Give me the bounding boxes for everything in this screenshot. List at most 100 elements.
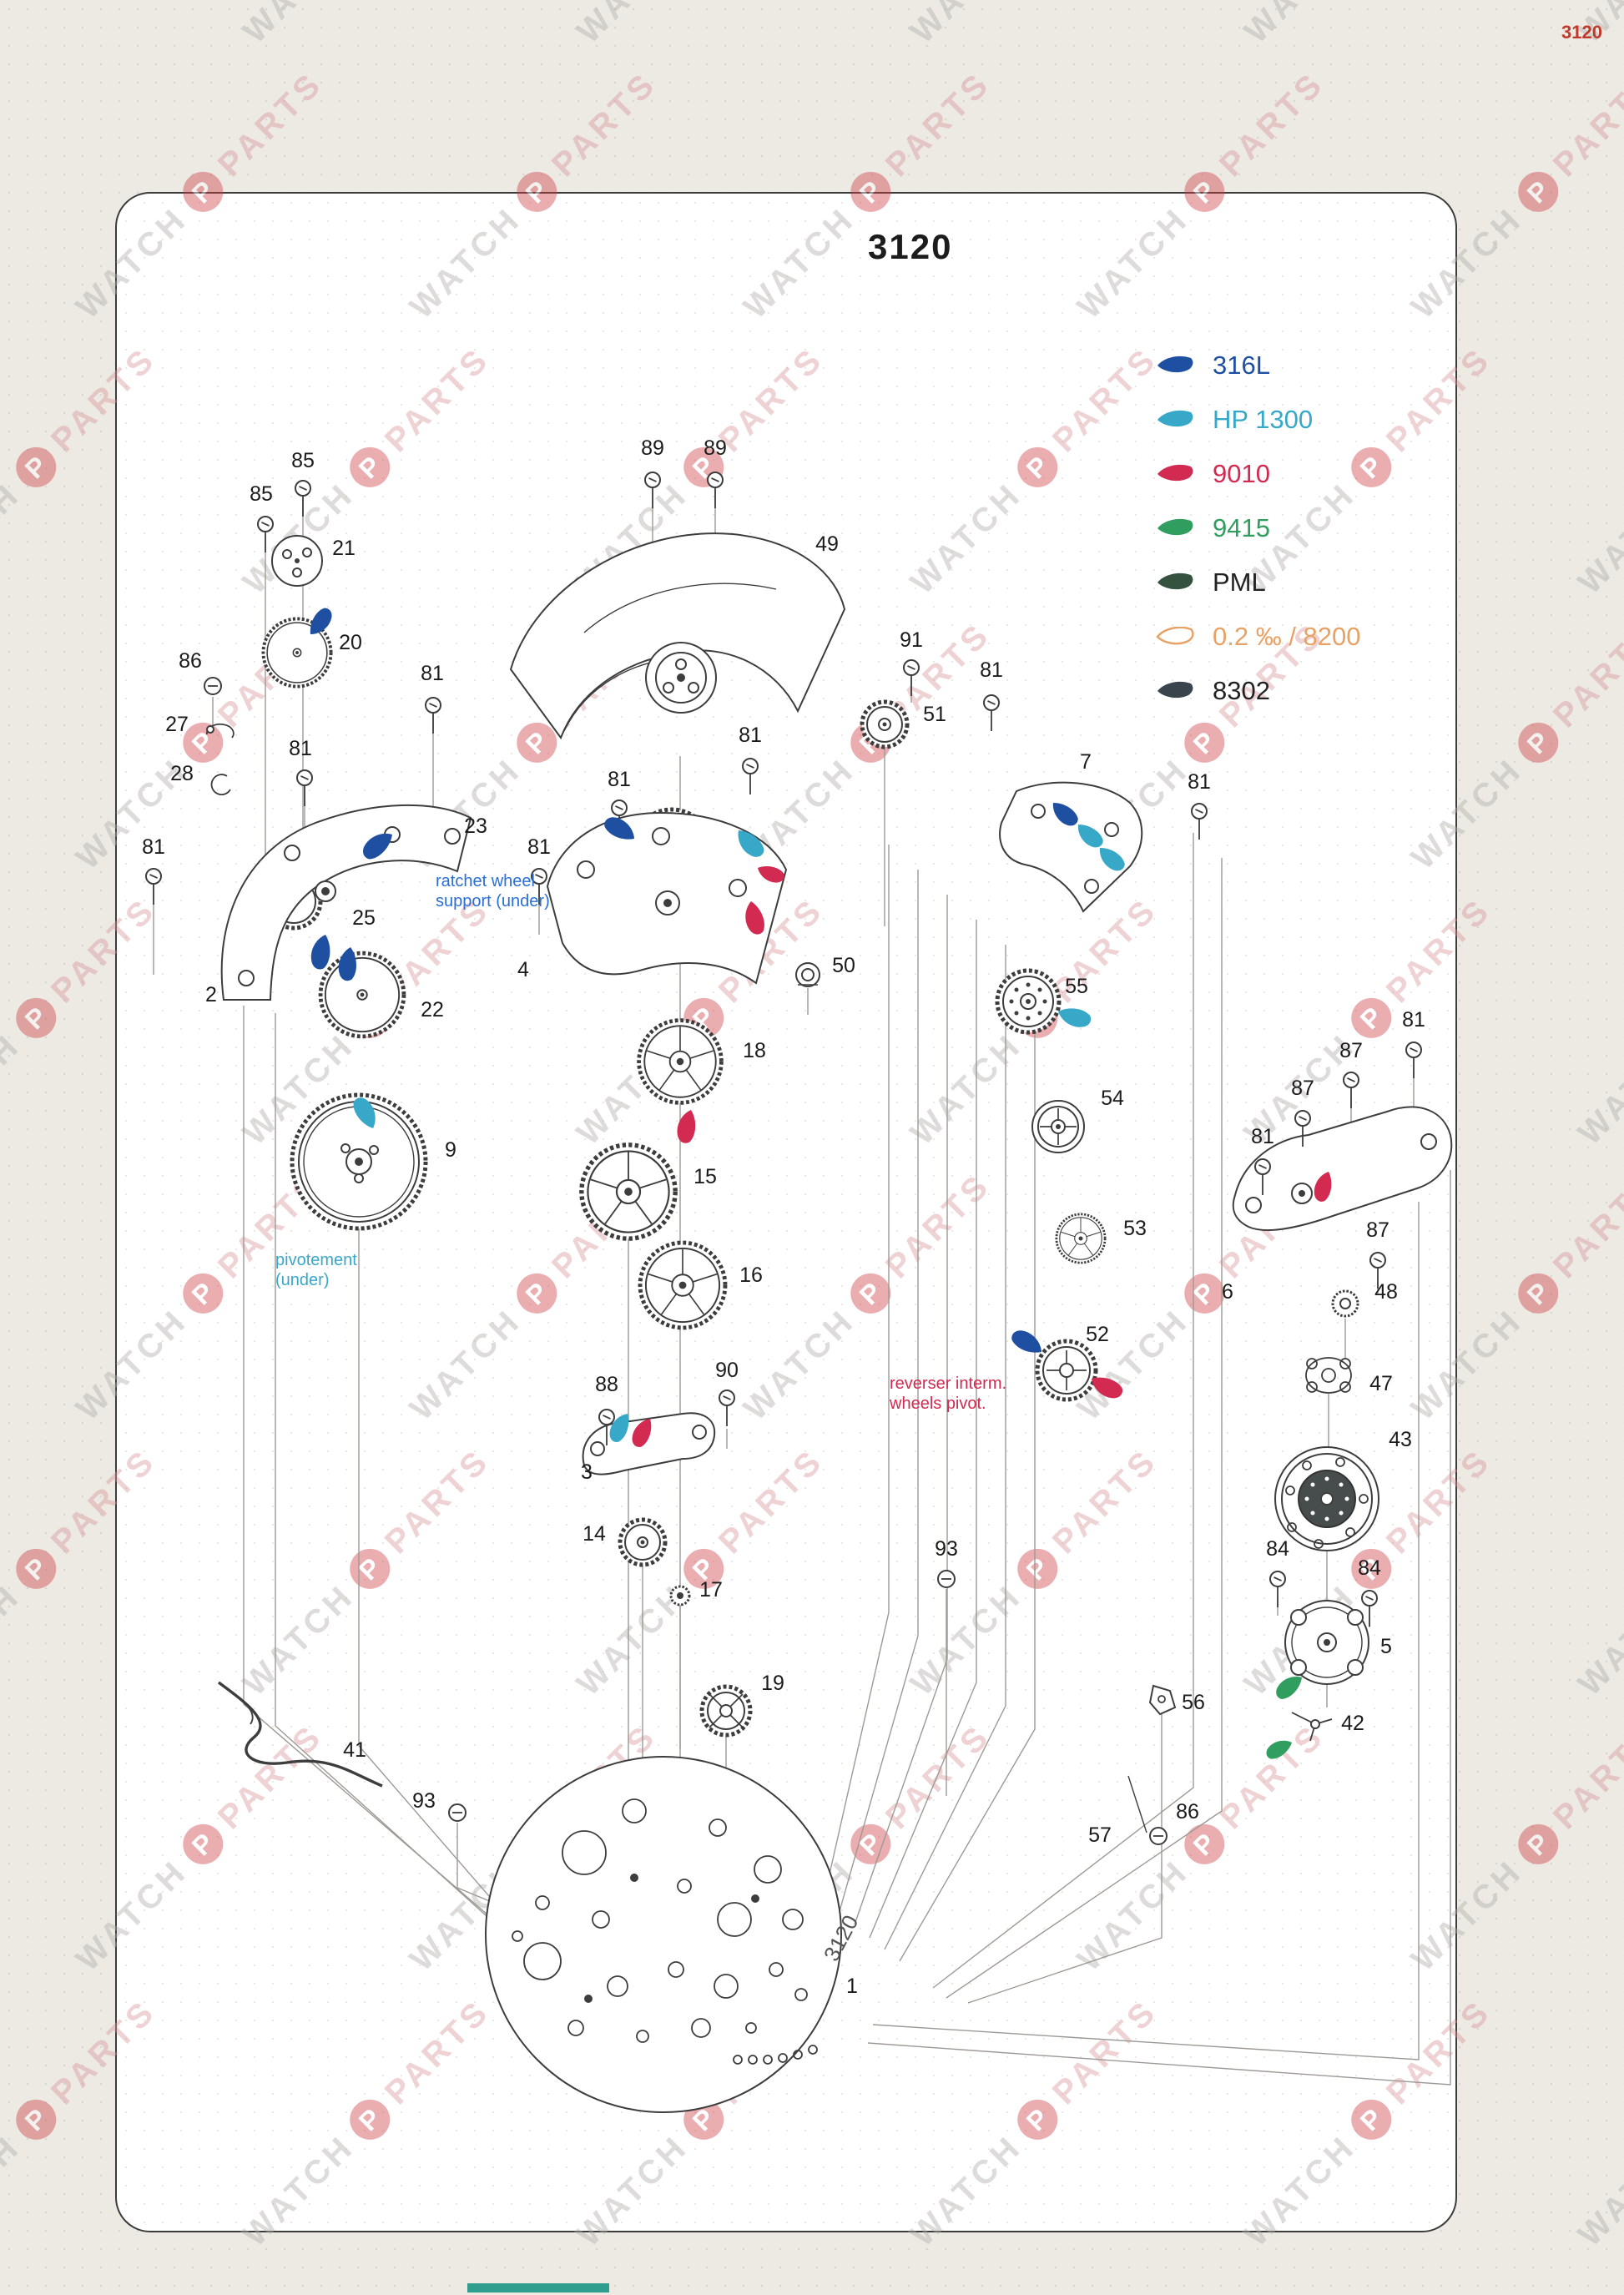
pin-57 (1127, 1775, 1147, 1833)
lubricant-marker-icon (1156, 627, 1194, 645)
bracket-56 (1148, 1684, 1177, 1716)
part-label-4: 4 (517, 958, 529, 981)
barrel-wheel (290, 1092, 428, 1231)
legend-label: HP 1300 (1213, 405, 1314, 434)
bridge-2 (220, 804, 472, 1001)
gear-52 (1035, 1339, 1098, 1402)
wheel-15 (582, 1145, 675, 1238)
part-label-6: 6 (1222, 1280, 1233, 1304)
gear-51 (860, 699, 910, 749)
part-label-47: 47 (1369, 1372, 1393, 1395)
part-label-51: 51 (923, 703, 946, 726)
legend-label: 9415 (1213, 513, 1270, 542)
lubricant-marker-icon (1157, 410, 1193, 427)
part-label-81: 81 (289, 737, 312, 760)
lubricant-marker-icon (1157, 681, 1193, 699)
part-label-14: 14 (583, 1522, 606, 1546)
legend-row-0: 316L (1156, 349, 1361, 382)
part-label-50: 50 (832, 954, 855, 977)
part-label-81: 81 (1251, 1125, 1274, 1148)
legend-row-1: HP 1300 (1156, 403, 1361, 436)
oscillating-weight (509, 532, 846, 740)
part-label-91: 91 (900, 628, 923, 652)
gear-53 (1055, 1213, 1107, 1264)
part-label-53: 53 (1123, 1217, 1147, 1240)
pinion-48 (1331, 1289, 1359, 1318)
diagram-title: 3120 (868, 227, 953, 266)
part-label-25: 25 (352, 906, 376, 930)
pivotement-note: pivotement(under) (275, 1251, 357, 1289)
part-label-93: 93 (412, 1789, 436, 1813)
part-label-86: 86 (1176, 1800, 1199, 1823)
part-label-81: 81 (142, 835, 165, 859)
part-label-87: 87 (1366, 1218, 1389, 1242)
part-label-85: 85 (250, 482, 273, 506)
part-label-81: 81 (739, 724, 762, 747)
main-plate: 3120 (485, 1756, 863, 2113)
lubricant-legend: 316L HP 1300 9010 9415 PML 0.2 ‰ / 8200 … (1156, 349, 1361, 729)
legend-label: 316L (1213, 351, 1270, 380)
part-label-7: 7 (1080, 750, 1092, 774)
part-label-16: 16 (739, 1264, 763, 1287)
legend-row-3: 9415 (1156, 512, 1361, 545)
part-label-49: 49 (815, 532, 839, 556)
part-label-1: 1 (846, 1975, 858, 1998)
part-label-9: 9 (445, 1138, 456, 1162)
part-label-52: 52 (1086, 1323, 1109, 1346)
legend-label: PML (1213, 567, 1266, 597)
legend-row-2: 9010 (1156, 457, 1361, 491)
gear-54 (1031, 1100, 1085, 1153)
rotor-bearing (1274, 1446, 1379, 1551)
part-label-81: 81 (421, 662, 444, 685)
part-label-5: 5 (1380, 1635, 1392, 1658)
part-label-84: 84 (1358, 1556, 1381, 1580)
cap-50 (795, 962, 820, 987)
part-label-88: 88 (595, 1373, 618, 1396)
part-label-87: 87 (1291, 1077, 1314, 1100)
part-label-23: 23 (464, 815, 487, 838)
part-label-89: 89 (641, 436, 664, 460)
stud-support (206, 723, 235, 795)
part-label-81: 81 (608, 768, 631, 791)
scan-edge-strip (467, 2283, 609, 2292)
part-label-19: 19 (761, 1672, 784, 1695)
wheel-16 (640, 1243, 725, 1328)
lubricant-316l-icon (309, 932, 334, 971)
corner-code: 3120 (1561, 22, 1602, 43)
part-label-81: 81 (1402, 1008, 1425, 1031)
part-label-20: 20 (339, 631, 362, 654)
spring-41 (217, 1681, 383, 1788)
gear-22 (320, 953, 404, 1037)
part-label-86: 86 (179, 649, 202, 673)
legend-label: 8302 (1213, 676, 1270, 705)
lubricant-9010-icon (674, 1107, 699, 1145)
plate-47 (1305, 1357, 1352, 1394)
legend-label: 0.2 ‰ / 8200 (1213, 622, 1361, 651)
part-label-42: 42 (1341, 1712, 1364, 1735)
part-label-28: 28 (170, 762, 194, 785)
part-label-89: 89 (704, 436, 727, 460)
part-label-90: 90 (715, 1359, 739, 1382)
lubricant-marker-icon (1157, 518, 1193, 536)
part-label-15: 15 (693, 1165, 717, 1188)
balance-plate (271, 535, 323, 587)
gear-19 (699, 1684, 753, 1738)
part-label-93: 93 (935, 1537, 958, 1561)
part-label-27: 27 (165, 713, 189, 736)
bridge-7 (999, 781, 1143, 913)
lubricant-markers (305, 604, 1335, 1763)
bearing-plate-5 (1284, 1600, 1369, 1685)
part-label-81: 81 (980, 658, 1003, 682)
part-label-18: 18 (743, 1039, 766, 1062)
legend-row-4: PML (1156, 566, 1361, 599)
lubricant-marker-icon (1157, 464, 1193, 482)
pinion-17 (669, 1585, 691, 1606)
wheel-18 (639, 1021, 722, 1103)
legend-row-5: 0.2 ‰ / 8200 (1156, 620, 1361, 653)
lubricant-9415-icon (1263, 1735, 1295, 1763)
gear-14 (618, 1517, 668, 1567)
part-label-87: 87 (1339, 1039, 1363, 1062)
part-label-54: 54 (1101, 1087, 1124, 1110)
